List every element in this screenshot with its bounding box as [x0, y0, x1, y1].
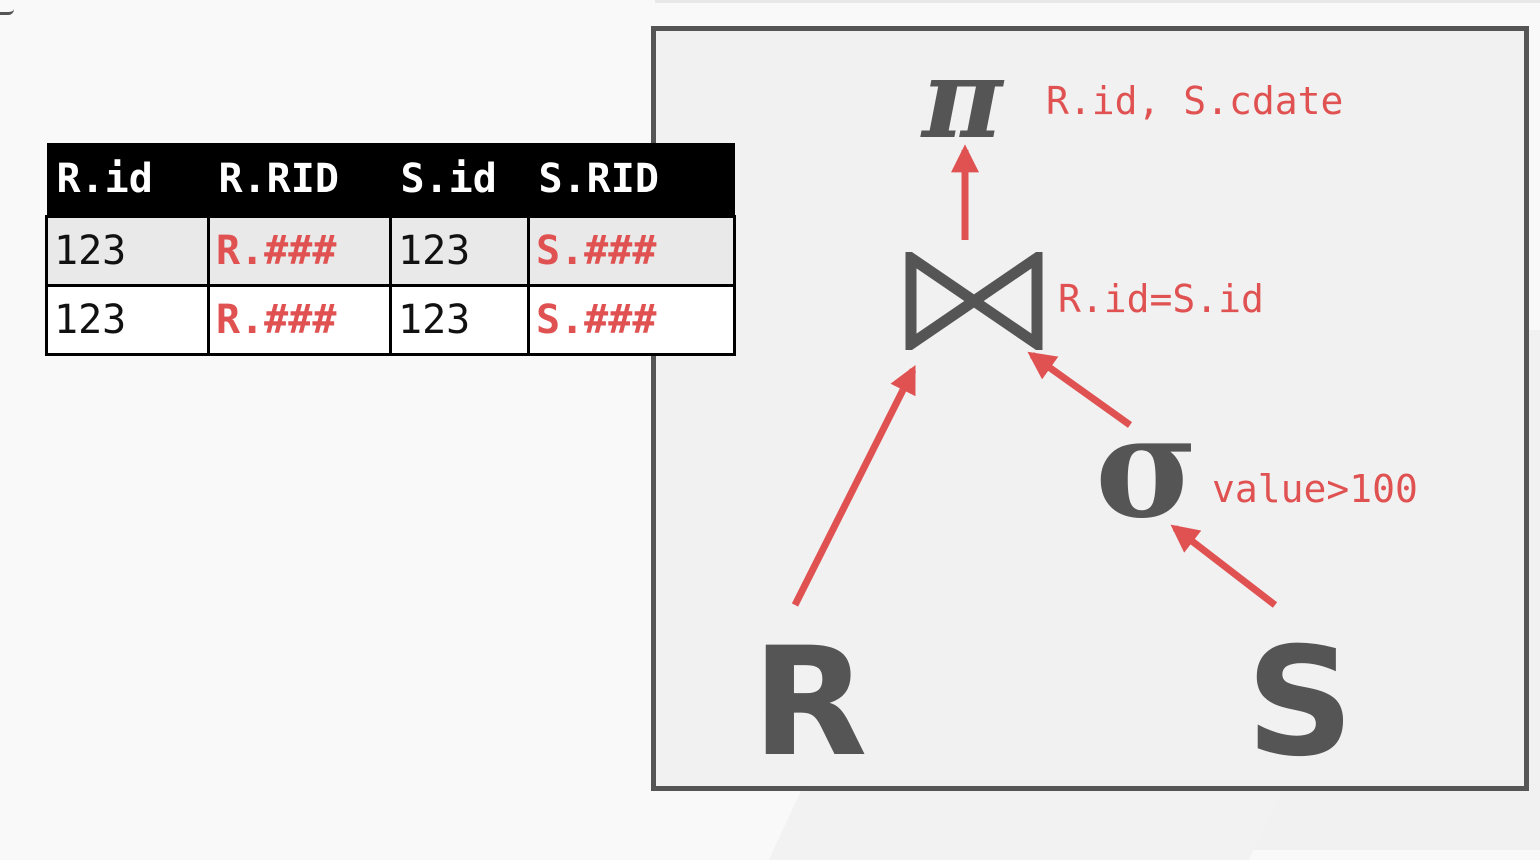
column-header: R.id — [46, 143, 209, 217]
sigma-icon: σ — [1095, 398, 1198, 538]
arrow-selection-to-join — [1027, 351, 1133, 428]
column-header: S.id — [390, 143, 529, 217]
table-cell: 123 — [389, 284, 530, 356]
join-bowtie-icon — [905, 252, 1043, 350]
query-plan-panel — [651, 26, 1529, 791]
projection-label: R.id, S.cdate — [1046, 79, 1344, 123]
table-cell: 123 — [45, 284, 210, 356]
pi-icon: π — [922, 44, 1003, 154]
table-cell: 123 — [389, 215, 530, 287]
table-header-row: R.id R.RID S.id S.RID — [46, 143, 735, 217]
table-cell: 123 — [45, 215, 210, 287]
relation-r: R — [752, 616, 868, 790]
table-cell: R.### — [207, 284, 392, 356]
arrow-s-to-selection — [1170, 524, 1278, 608]
table-cell: S.### — [527, 215, 736, 287]
join-result-table: R.id R.RID S.id S.RID 123 R.### 123 S.##… — [45, 143, 736, 356]
relation-s: S — [1246, 616, 1355, 790]
table-row: 123 R.### 123 S.### — [45, 215, 736, 287]
table-cell: R.### — [207, 215, 392, 287]
table-row: 123 R.### 123 S.### — [45, 284, 736, 356]
selection-symbol: σ — [1095, 386, 1199, 550]
corner-mark — [0, 0, 14, 15]
column-header: S.RID — [528, 143, 735, 217]
join-label: R.id=S.id — [1058, 277, 1264, 321]
selection-label: value>100 — [1212, 467, 1418, 511]
column-header: R.RID — [208, 143, 391, 217]
arrow-r-to-join — [791, 364, 917, 607]
plan-arrows — [791, 144, 1278, 608]
projection-symbol: π — [922, 34, 1003, 163]
top-rule — [655, 0, 1540, 3]
table-cell: S.### — [527, 284, 736, 356]
